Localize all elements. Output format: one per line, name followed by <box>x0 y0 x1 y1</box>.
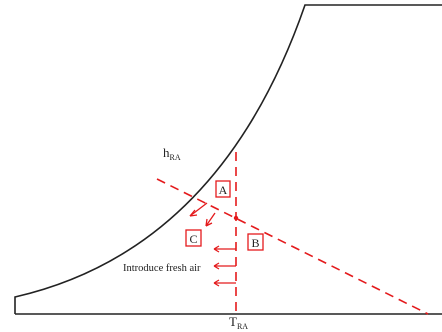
fresh-air-arrow-3 <box>213 279 236 287</box>
arrow-a-left <box>189 202 208 217</box>
return-air-point <box>233 215 239 221</box>
arrow-c <box>205 212 216 227</box>
h-ra-dashed-line <box>156 178 429 315</box>
saturation-curve-outline <box>14 4 442 314</box>
fresh-air-arrow-1 <box>213 245 236 253</box>
zone-b-label: B <box>251 236 259 250</box>
h-ra-main: h <box>163 145 170 160</box>
h-ra-sub: RA <box>170 153 181 162</box>
fresh-air-label: Introduce fresh air <box>123 263 201 274</box>
t-ra-label: TRA <box>229 314 248 331</box>
zone-c-box <box>185 229 202 247</box>
arrow-c-head <box>205 218 213 227</box>
arrow-a-left-head <box>189 209 198 217</box>
zone-a-label: A <box>219 183 228 197</box>
zone-a-box <box>215 180 231 198</box>
t-ra-main: T <box>229 314 237 329</box>
zone-c-label: C <box>189 232 197 246</box>
t-ra-sub: RA <box>237 322 248 331</box>
h-ra-label: hRA <box>163 145 181 162</box>
zone-b-box <box>247 233 264 251</box>
fresh-air-arrow-2 <box>213 262 236 270</box>
